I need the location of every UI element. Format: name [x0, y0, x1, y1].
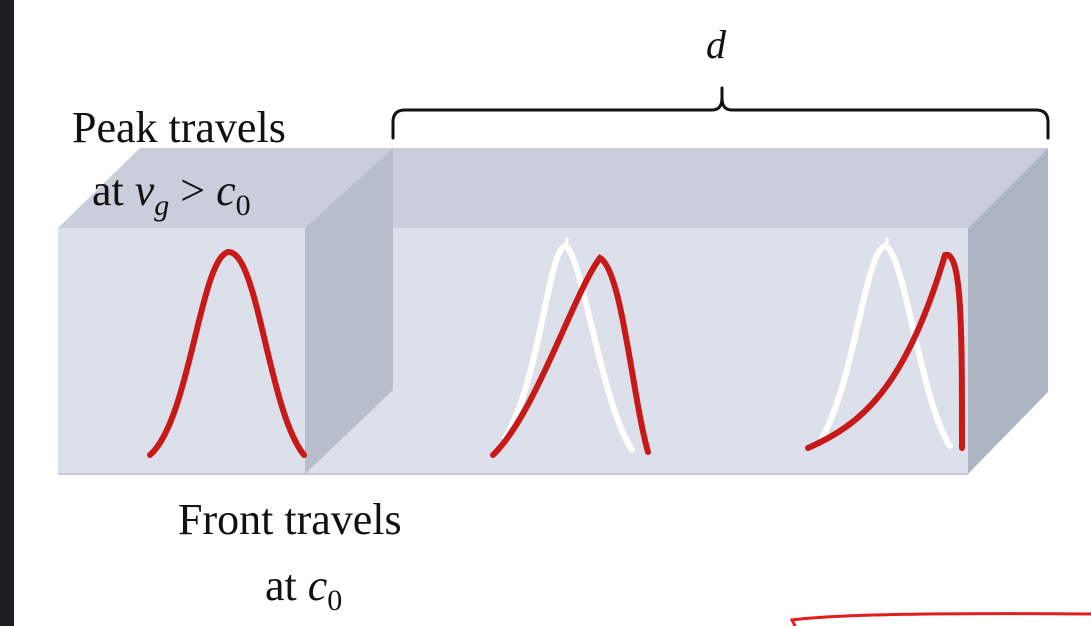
front-c-symbol: c — [308, 561, 328, 610]
peak-label-line1: Peak travels — [72, 103, 286, 152]
interface-plane — [305, 148, 393, 474]
peak-c-subscript: 0 — [236, 189, 251, 222]
peak-label-prefix: at — [92, 166, 135, 215]
distance-label: d — [706, 22, 727, 67]
peak-label-line2: at vg > c0 — [92, 166, 251, 222]
peak-v-symbol: v — [135, 166, 155, 215]
front-label-line2: at c0 — [265, 561, 342, 617]
left-block-front-face — [58, 228, 305, 474]
front-label-line1: Front travels — [178, 495, 402, 544]
pulse-reference-right — [819, 242, 953, 449]
peak-v-subscript: g — [154, 189, 169, 222]
medium-block — [58, 148, 1048, 475]
front-c-subscript: 0 — [327, 584, 342, 617]
pulse-distorted-right — [805, 251, 965, 451]
peak-relation: > — [169, 166, 216, 215]
medium-block-front-face — [305, 228, 968, 474]
medium-block-side-face — [968, 148, 1048, 474]
medium-block-top-face — [305, 148, 1048, 228]
pulse-distorted-middle — [490, 254, 651, 458]
pulse-reference-middle — [502, 242, 635, 453]
left-block — [58, 148, 393, 474]
left-block-top-face — [58, 148, 393, 228]
peak-c-symbol: c — [216, 166, 236, 215]
annotation-highlight-box — [789, 612, 1091, 626]
distance-brace — [391, 86, 1050, 140]
pulse-initial — [147, 249, 307, 458]
front-label-prefix: at — [265, 561, 308, 610]
